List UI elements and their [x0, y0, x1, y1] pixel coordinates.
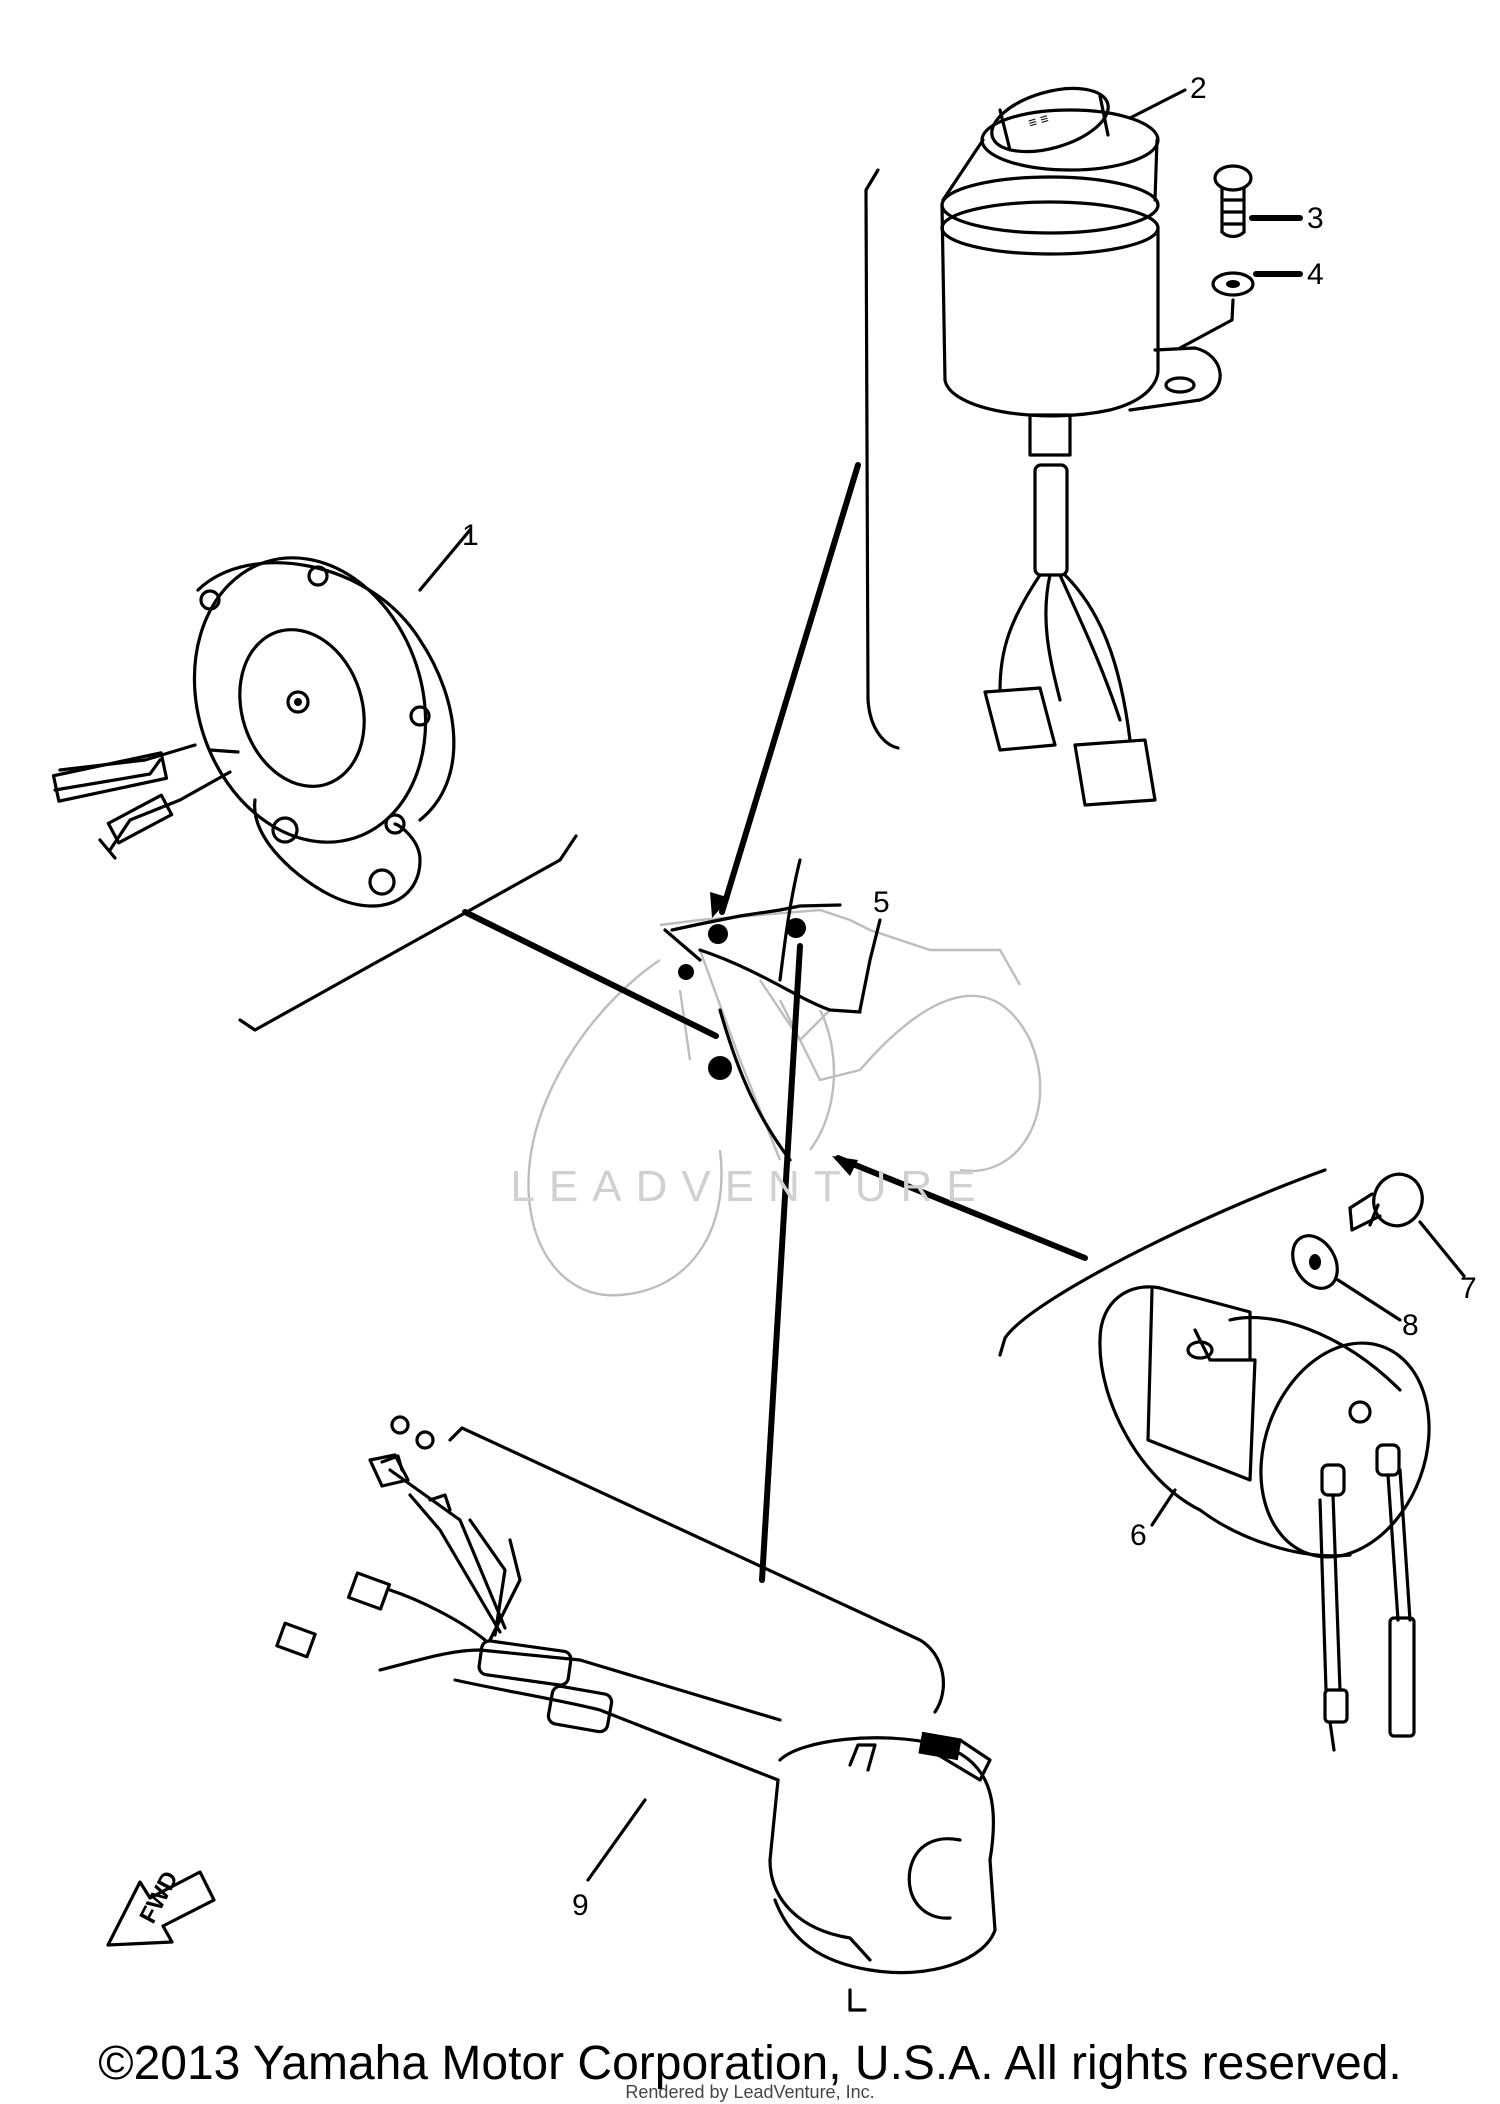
horn-leader [418, 528, 472, 592]
callout-3: 3 [1307, 202, 1324, 235]
horn-bracket [238, 834, 578, 1032]
line-horn-to-harness [462, 909, 719, 1039]
svg-text:≡ ≡: ≡ ≡ [1026, 110, 1050, 131]
screw [1348, 1172, 1424, 1232]
wire-harness [663, 858, 862, 1162]
callout-8: 8 [1402, 1309, 1419, 1342]
motorcycle-silhouette [527, 908, 1042, 1297]
handlebar-switch-bracket [448, 1426, 945, 1714]
arrow-relay [832, 1156, 858, 1176]
main-switch-leader [1128, 88, 1187, 120]
callout-6: 6 [1130, 1519, 1147, 1552]
main-switch: ≡ ≡ [940, 86, 1222, 807]
copyright-notice: ©2013 Yamaha Motor Corporation, U.S.A. A… [98, 2037, 1402, 2090]
callout-7: 7 [1460, 1272, 1477, 1305]
lock-washer-leader [1336, 1278, 1402, 1322]
fwd-arrow-icon: FWD [106, 1867, 216, 1947]
relay-bracket [998, 1168, 1327, 1357]
bolt [1213, 164, 1253, 239]
harness-leader [858, 918, 882, 1012]
callout-4: 4 [1307, 258, 1324, 291]
lock-washer [1291, 1234, 1339, 1290]
handlebar-switch [275, 1415, 997, 2012]
watermark: LEADVENTURE [510, 1162, 990, 1211]
main-switch-bracket [864, 168, 900, 750]
handlebar-switch-leader [586, 1798, 647, 1882]
screw-leader [1418, 1220, 1466, 1278]
callout-5: 5 [873, 886, 890, 919]
line-switch-to-harness [719, 462, 861, 915]
callout-1: 1 [462, 519, 479, 552]
line-handle-switch-to-harness [759, 943, 803, 1583]
horn [51, 556, 456, 908]
line-relay-to-harness [835, 1155, 1088, 1261]
arrow-switch [710, 892, 730, 918]
washer [1178, 271, 1255, 350]
relay-leader [1150, 1488, 1177, 1527]
callout-9: 9 [572, 1889, 589, 1922]
rendered-by-notice: Rendered by LeadVenture, Inc. [625, 2082, 875, 2102]
callout-2: 2 [1190, 72, 1207, 105]
relay [1098, 1285, 1431, 1752]
